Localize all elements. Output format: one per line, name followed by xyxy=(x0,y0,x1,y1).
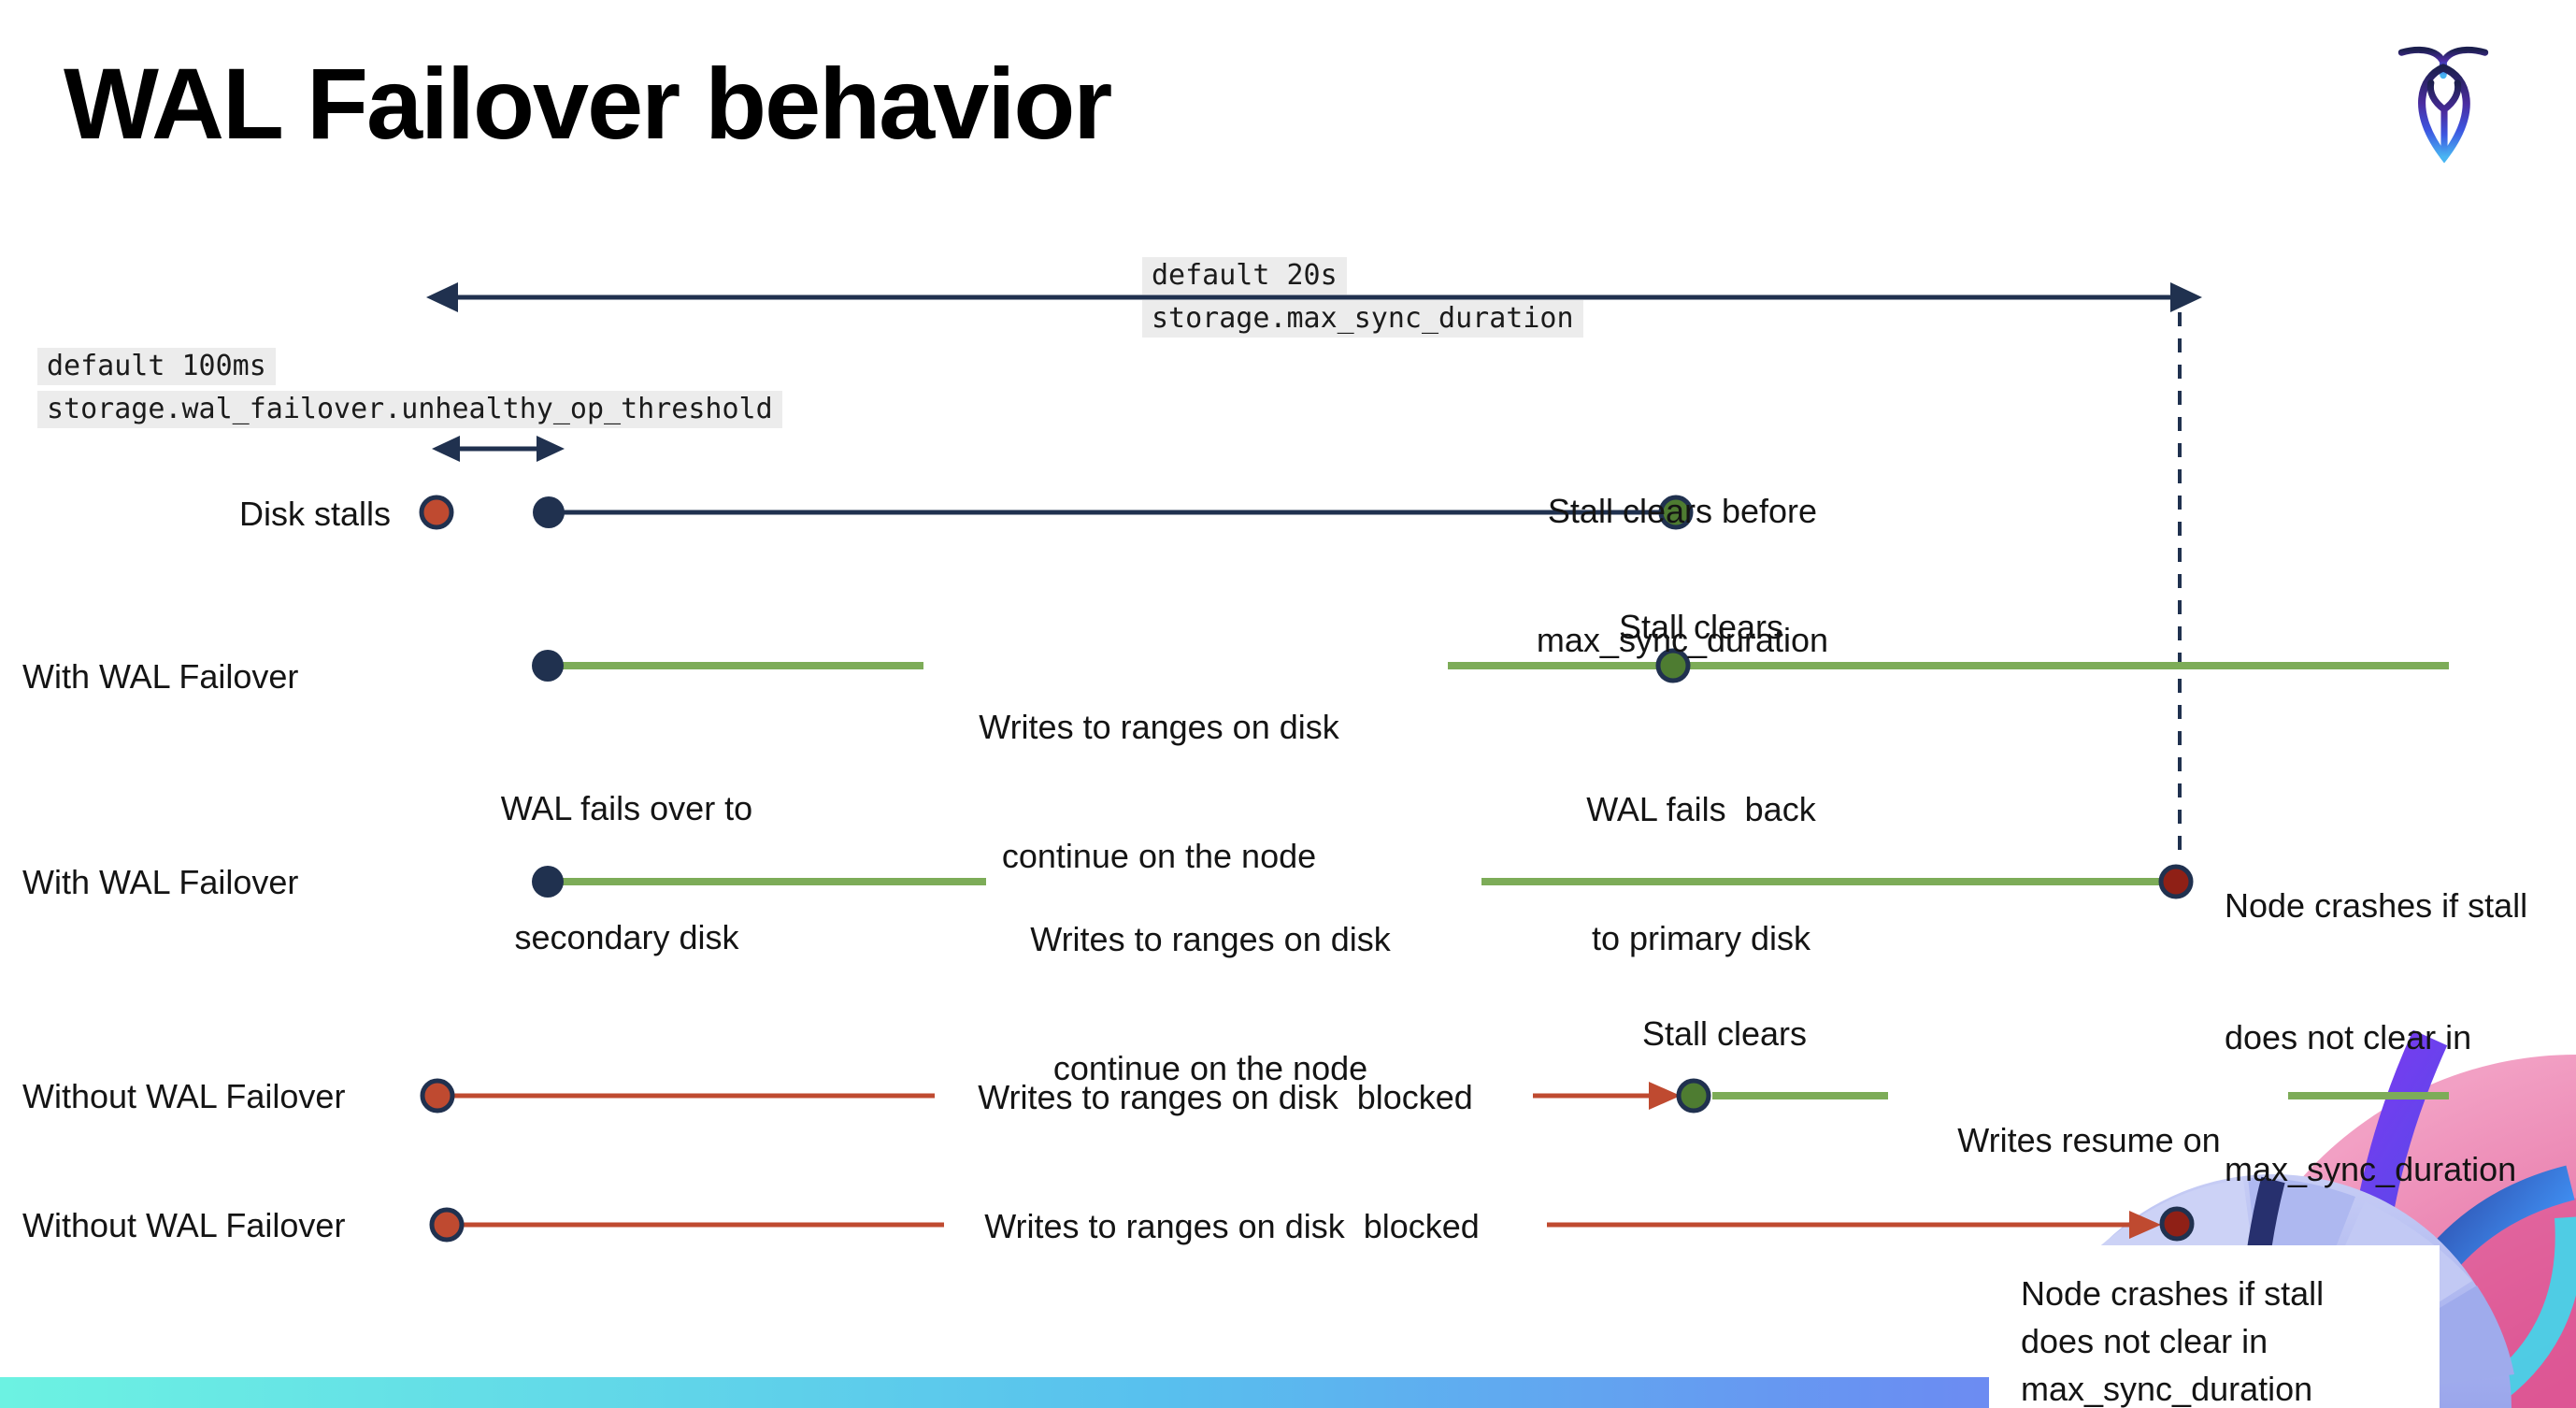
annotation-line: max_sync_duration xyxy=(1536,621,1829,659)
unhealthy-op-threshold-label: default 100ms storage.wal_failover.unhea… xyxy=(37,348,782,434)
row-with-wal-failover-2-timeline xyxy=(532,864,2194,899)
annotation-line: max_sync_duration xyxy=(2021,1370,2313,1408)
writes-blocked-annotation-1: Writes to ranges on disk blocked xyxy=(978,1078,1473,1116)
failover-threshold-dot xyxy=(533,496,565,528)
annotation-line: WAL fails back xyxy=(1586,790,1816,828)
node-crash-dot xyxy=(2158,864,2194,899)
unhealthy-op-threshold-arrow xyxy=(432,436,565,462)
annotation-line: Node crashes if stall xyxy=(2021,1274,2325,1313)
default-100ms-code: default 100ms xyxy=(37,348,276,385)
stall-clears-annotation-1: Stall clears xyxy=(1618,608,1784,646)
disk-stall-start-dot xyxy=(419,495,454,530)
node-crash-dot xyxy=(2159,1206,2195,1242)
node-crashes-caption-box: Node crashes if stall does not clear in … xyxy=(1989,1245,2440,1408)
annotation-line: WAL fails over to xyxy=(500,789,753,827)
row-label-with-wal-failover-2: With WAL Failover xyxy=(22,863,299,901)
annotation-line: Writes to ranges on disk xyxy=(979,708,1339,746)
failover-dot xyxy=(532,650,564,682)
red-arrowhead xyxy=(1649,1082,1681,1110)
red-arrowhead xyxy=(2129,1211,2161,1239)
annotation-line: Writes to ranges on disk xyxy=(1030,920,1391,958)
annotation-line: continue on the node xyxy=(1052,1049,1368,1087)
failover-dot xyxy=(532,866,564,898)
stall-clears-dot xyxy=(1658,495,1694,530)
max-sync-duration-label: default 20s storage.max_sync_duration xyxy=(1142,257,1583,343)
annotation-line: does not clear in xyxy=(2021,1322,2268,1360)
wal-fails-over-annotation: WAL fails over to secondary disk xyxy=(456,701,797,1045)
writes-continue-annotation-1: Writes to ranges on disk continue on the… xyxy=(935,620,1383,964)
disk-stall-start-dot xyxy=(429,1207,465,1243)
cockroachdb-logo-icon xyxy=(2397,46,2489,164)
disk-stall-start-dot xyxy=(420,1078,455,1113)
row-label-without-wal-failover-1: Without WAL Failover xyxy=(22,1077,346,1115)
row-label-disk-stalls: Disk stalls xyxy=(238,495,391,533)
annotation-line: max_sync_duration xyxy=(2225,1150,2517,1188)
row-label-without-wal-failover-2: Without WAL Failover xyxy=(22,1206,346,1244)
stall-clears-dot xyxy=(1676,1078,1711,1113)
stall-clears-before-annotation: Stall clears before max_sync_duration xyxy=(1505,404,1860,748)
default-20s-code: default 20s xyxy=(1142,257,1347,295)
max-sync-duration-arrow xyxy=(426,282,2202,312)
annotation-line: Writes resume on xyxy=(1957,1121,2221,1159)
unhealthy-op-threshold-code: storage.wal_failover.unhealthy_op_thresh… xyxy=(37,391,782,428)
annotation-line: Stall clears before xyxy=(1547,492,1818,530)
node-crashes-annotation-right: Node crashes if stall does not clear in … xyxy=(2225,796,2576,1279)
page-title: WAL Failover behavior xyxy=(64,47,1112,160)
annotation-line: Node crashes if stall xyxy=(2225,886,2528,925)
writes-blocked-annotation-2: Writes to ranges on disk blocked xyxy=(984,1207,1480,1245)
row-without-wal-failover-2-timeline xyxy=(429,1206,2195,1243)
max-sync-duration-code: storage.max_sync_duration xyxy=(1142,300,1583,338)
row-without-wal-failover-1-timeline xyxy=(420,1078,2449,1113)
annotation-line: secondary disk xyxy=(514,918,739,956)
row-disk-stalls-timeline xyxy=(419,495,1694,530)
row-label-with-wal-failover-1: With WAL Failover xyxy=(22,657,299,696)
row-with-wal-failover-1-timeline xyxy=(532,648,2449,683)
annotation-line: continue on the node xyxy=(1001,837,1317,875)
wal-fails-back-annotation: WAL fails back to primary disk xyxy=(1528,702,1874,1046)
annotation-line: does not clear in xyxy=(2225,1018,2472,1056)
annotation-line: to primary disk xyxy=(1591,919,1811,957)
stall-clears-annotation-2: Stall clears xyxy=(1641,1014,1808,1053)
writes-continue-annotation-2: Writes to ranges on disk continue on the… xyxy=(986,832,1435,1176)
stall-clears-dot xyxy=(1655,648,1691,683)
